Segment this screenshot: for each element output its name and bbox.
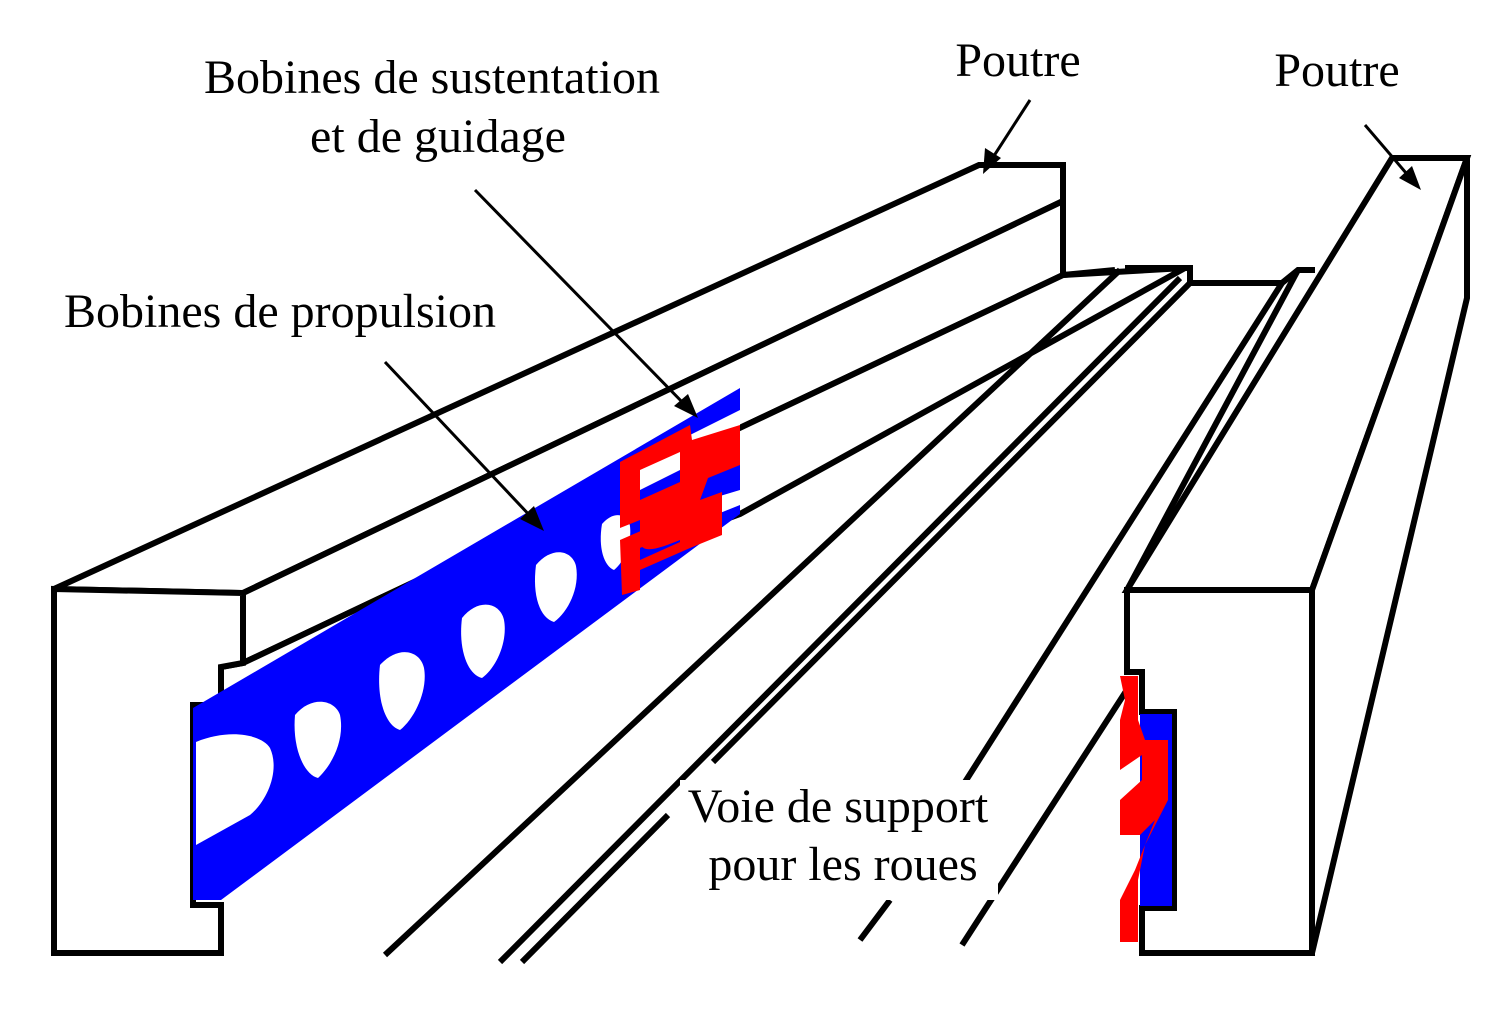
label-wheel-track-line2: pour les roues: [708, 838, 977, 891]
leader-arrows: [383, 99, 1421, 531]
label-lift-guidance-line2: et de guidage: [310, 110, 566, 163]
labels: Bobines de sustentation et de guidage Bo…: [64, 34, 1400, 900]
propulsion-coil-opening: [379, 652, 425, 730]
label-beam-right: Poutre: [1274, 44, 1399, 97]
propulsion-coil-opening: [196, 734, 274, 845]
label-beam-left: Poutre: [955, 34, 1080, 87]
label-wheel-track-line1: Voie de support: [688, 780, 989, 833]
track-line-2: [497, 275, 1183, 965]
right-beam-coils: [1120, 676, 1172, 942]
track-label-background: [680, 780, 998, 900]
arrow-beam-left-line: [988, 99, 1032, 163]
track-line-1: [382, 267, 1123, 958]
propulsion-coil-opening: [534, 552, 577, 622]
propulsion-coil-opening: [461, 604, 505, 678]
track-line-5: [1124, 268, 1301, 592]
arrow-propulsion-head: [520, 506, 544, 531]
center-rail-top: [1125, 265, 1315, 286]
right-lift-guidance-coil: [1120, 676, 1168, 942]
arrow-beam-left-head: [983, 148, 1001, 174]
guideway-lines: [382, 265, 1315, 965]
propulsion-coil-opening: [294, 701, 342, 778]
right-beam: [1121, 155, 1472, 956]
track-line-3: [710, 280, 1193, 765]
arrow-lift-guidance-head: [674, 394, 698, 418]
arrow-propulsion-line: [383, 360, 536, 522]
lift-guidance-coils-left: [620, 425, 740, 595]
track-line-3b: [519, 812, 671, 965]
arrow-beam-right-line: [1363, 124, 1414, 181]
lift-guidance-coil-lower: [620, 500, 722, 595]
label-lift-guidance-line1: Bobines de sustentation: [204, 51, 660, 104]
track-line-4: [962, 281, 1285, 784]
left-beam-cross-section: [51, 585, 246, 956]
left-beam-upper-face: [240, 196, 1066, 668]
track-line-4b: [857, 898, 893, 942]
arrow-lift-guidance-line: [473, 188, 690, 410]
propulsion-coils: [193, 388, 740, 900]
track-line-6: [959, 683, 1133, 947]
right-beam-cross-section: [1124, 587, 1315, 956]
center-rail-edge: [1062, 267, 1116, 278]
label-propulsion-coils: Bobines de propulsion: [64, 285, 496, 338]
arrow-beam-right-head: [1399, 166, 1421, 190]
